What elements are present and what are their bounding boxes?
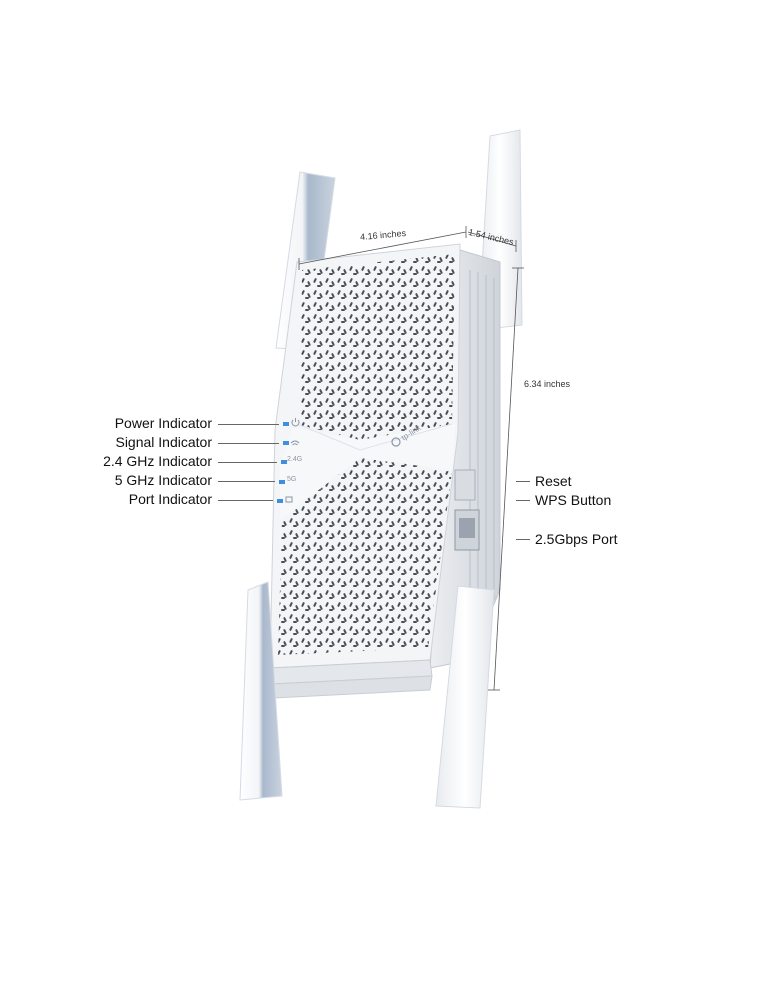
band24-led-text: 2.4G — [287, 456, 303, 463]
signal-led — [283, 441, 289, 445]
depth-dimension — [467, 231, 517, 252]
wps-leader — [516, 500, 530, 501]
band24-indicator-leader — [218, 462, 277, 463]
band5-indicator-label: 5 GHz Indicator — [114, 472, 212, 488]
band5-led — [279, 480, 285, 484]
band5-led-text: 5G — [287, 476, 297, 483]
antenna-lower-right — [435, 585, 495, 809]
signal-indicator-leader — [218, 443, 279, 444]
led-column — [277, 418, 300, 503]
reset-label: Reset — [535, 473, 572, 489]
port-indicator-label: Port Indicator — [128, 491, 212, 507]
port-icon — [285, 496, 293, 503]
antenna-lower-left — [239, 581, 283, 801]
port-25gbps-label: 2.5Gbps Port — [535, 531, 618, 547]
power-indicator-label: Power Indicator — [114, 415, 212, 431]
port-indicator-leader — [218, 500, 273, 501]
power-led — [283, 422, 289, 426]
port-25g-leader — [516, 539, 530, 540]
signal-icon — [290, 440, 300, 446]
power-icon — [291, 418, 300, 427]
height-label: 6.34 inches — [524, 379, 571, 389]
device-bottom — [269, 659, 433, 699]
device-front-panel — [269, 243, 461, 669]
band24-led — [281, 460, 287, 464]
wps-button-label: WPS Button — [535, 492, 612, 508]
band5-indicator-leader — [218, 481, 275, 482]
width-dimension — [298, 226, 467, 270]
port-led — [277, 499, 283, 503]
signal-indicator-label: Signal Indicator — [115, 434, 212, 450]
device-side — [429, 249, 501, 669]
height-dimension — [488, 267, 524, 691]
reset-leader — [516, 481, 530, 482]
power-indicator-leader — [218, 424, 279, 425]
band24-indicator-label: 2.4 GHz Indicator — [103, 453, 212, 469]
